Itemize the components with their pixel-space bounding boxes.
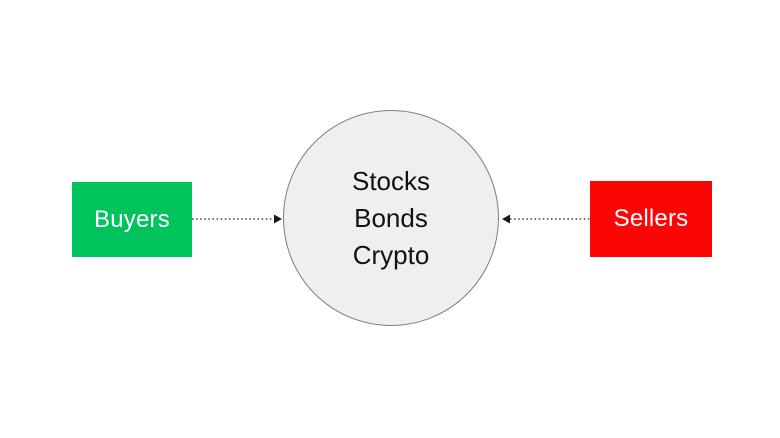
arrowhead-left-icon xyxy=(502,214,510,224)
market-line-bonds: Bonds xyxy=(354,202,428,233)
arrowhead-right-icon xyxy=(274,214,282,224)
edge-sellers-to-market[interactable] xyxy=(500,212,592,226)
buyers-node[interactable]: Buyers xyxy=(72,182,192,257)
buyers-node-label: Buyers xyxy=(94,205,170,233)
market-line-crypto: Crypto xyxy=(352,239,430,270)
edge-buyers-to-market[interactable] xyxy=(192,212,284,226)
market-line-stocks: Stocks xyxy=(351,165,431,196)
market-node[interactable]: Stocks Bonds Crypto xyxy=(283,110,499,326)
sellers-node[interactable]: Sellers xyxy=(590,181,712,257)
sellers-node-label: Sellers xyxy=(613,205,689,232)
market-node-label: Stocks Bonds Crypto xyxy=(352,163,430,274)
